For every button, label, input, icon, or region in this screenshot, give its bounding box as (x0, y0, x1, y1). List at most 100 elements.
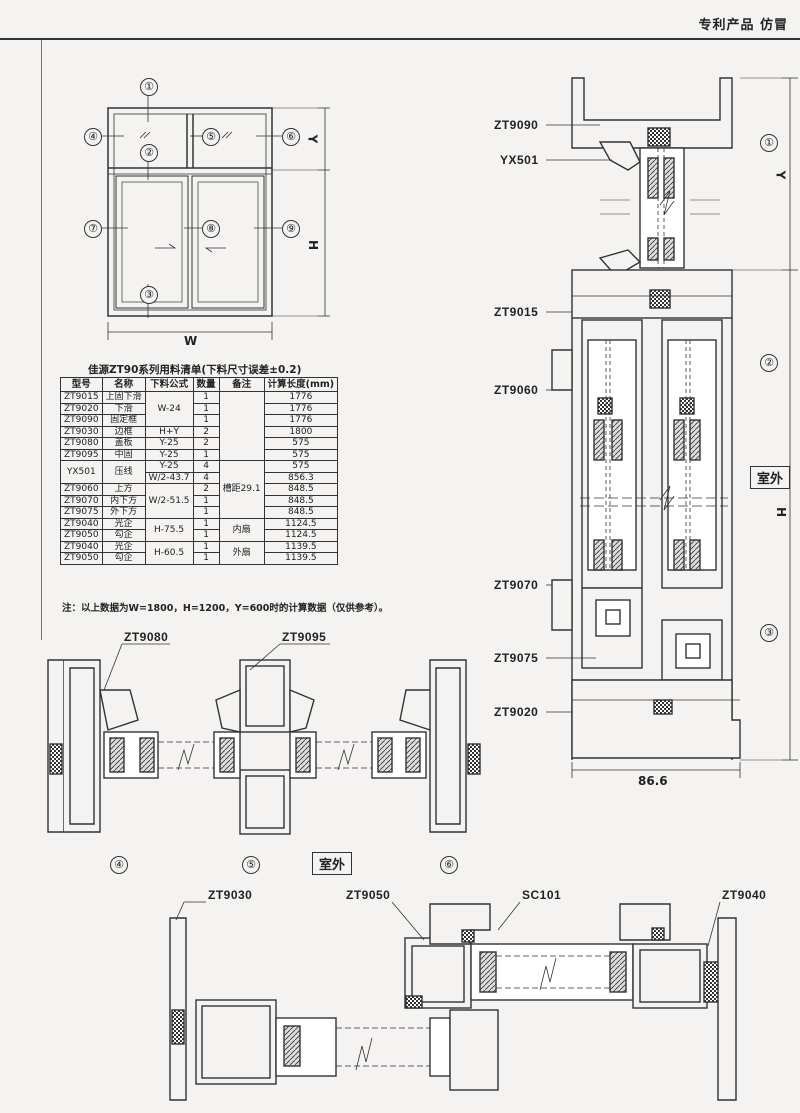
mid-section (47, 643, 481, 835)
bom-header: 备注 (218, 377, 265, 392)
label-zt9030: ZT9030 (208, 888, 253, 902)
bom-cell: 光企 (101, 517, 146, 530)
bom-cell: 边框 (101, 425, 146, 438)
bom-cell: 下滑 (101, 402, 146, 415)
bom-cell: 1776 (263, 414, 339, 427)
vertical-section (546, 77, 798, 778)
label-zt9040: ZT9040 (722, 888, 767, 902)
outdoor-label: 室外 (750, 466, 791, 489)
bom-cell: 856.3 (263, 471, 339, 484)
bom-cell: 848.5 (263, 494, 339, 507)
bom-cell: Y-25 (144, 460, 194, 473)
marker-5: ⑤ (242, 856, 260, 874)
label-zt9015: ZT9015 (494, 305, 539, 319)
bom-cell: ZT9070 (60, 494, 103, 507)
marker-1: ① (760, 134, 778, 152)
bom-cell: W/2-51.5 (144, 483, 194, 519)
label-zt9070: ZT9070 (494, 578, 539, 592)
bom-cell: ZT9050 (60, 552, 103, 565)
bom-header: 计算长度(mm) (263, 377, 339, 392)
bom-note: 注：以上数据为W=1800，H=1200，Y=600时的计算数据（仅供参考）。 (62, 603, 389, 614)
bom-header: 型号 (60, 377, 103, 392)
bom-cell: ZT9080 (60, 437, 103, 450)
bom-header-row: 型号 名称 下料公式 数量 备注 计算长度(mm) (60, 377, 339, 392)
bom-cell: ZT9020 (60, 402, 103, 415)
marker-2: ② (140, 144, 158, 162)
bom-cell: 848.5 (263, 483, 339, 496)
marker-9: ⑨ (282, 220, 300, 238)
bom-cell: 上方 (101, 483, 146, 496)
header-tag: 专利产品 仿冒 (698, 18, 788, 33)
bom-cell: 1 (192, 402, 220, 415)
bom-cell: 外下方 (101, 506, 146, 519)
marker-3: ③ (760, 624, 778, 642)
bom-cell: 2 (192, 437, 220, 450)
marker-6: ⑥ (282, 128, 300, 146)
dim-width: W (184, 334, 198, 348)
bom-cell: H-60.5 (144, 540, 194, 565)
marker-1: ① (140, 78, 158, 96)
bom-cell: H+Y (144, 425, 194, 438)
label-zt9090: ZT9090 (494, 118, 539, 132)
bom-cell: W/2-43.7 (144, 471, 194, 484)
bom-cell: 575 (263, 460, 339, 473)
bom-cell: ZT9050 (60, 529, 103, 542)
bom-cell: 1776 (263, 402, 339, 415)
bom-cell: 1 (192, 414, 220, 427)
window-elevation (100, 92, 330, 340)
bom-cell: 2 (192, 483, 220, 496)
label-zt9075: ZT9075 (494, 651, 539, 665)
bom-header: 名称 (101, 377, 146, 392)
bottom-section (169, 901, 737, 1101)
bom-cell: 中固 (101, 448, 146, 461)
marker-6: ⑥ (440, 856, 458, 874)
bom-cell: 1800 (263, 425, 339, 438)
bom-cell: ZT9060 (60, 483, 103, 496)
marker-3: ③ (140, 286, 158, 304)
bom-cell: 1 (192, 540, 220, 553)
bom-cell: YX501 (60, 460, 103, 484)
label-yx501: YX501 (500, 153, 539, 167)
bom-cell: 1 (192, 517, 220, 530)
bom-cell: 1 (192, 529, 220, 542)
bom-cell: ZT9015 (60, 391, 103, 404)
bom-cell: 1124.5 (263, 517, 339, 530)
bom-cell: 848.5 (263, 506, 339, 519)
bom-cell: 光企 (101, 540, 146, 553)
bom-cell: ZT9030 (60, 425, 103, 438)
bom-cell: 4 (192, 460, 220, 473)
bom-cell: W-24 (144, 391, 194, 427)
label-zt9095: ZT9095 (282, 630, 327, 644)
bom-cell: 1 (192, 552, 220, 565)
label-zt9050: ZT9050 (346, 888, 391, 902)
bom-cell: 575 (263, 448, 339, 461)
bom-cell: 勾企 (101, 552, 146, 565)
bom-cell: 1 (192, 494, 220, 507)
bom-cell: 内下方 (101, 494, 146, 507)
bom-cell: 上固下滑 (101, 391, 146, 404)
page-header-rule (0, 38, 800, 40)
outer-frame (107, 107, 273, 317)
label-zt9080: ZT9080 (124, 630, 169, 644)
outdoor-label: 室外 (312, 852, 353, 875)
label-zt9020: ZT9020 (494, 705, 539, 719)
bom-title: 佳源ZT90系列用料清单(下料尺寸误差±0.2) (88, 364, 302, 376)
dim-h: H (774, 506, 789, 518)
bom-cell: Y-25 (144, 448, 194, 461)
marker-4: ④ (110, 856, 128, 874)
bom-cell: 575 (263, 437, 339, 450)
margin-line (41, 40, 42, 640)
